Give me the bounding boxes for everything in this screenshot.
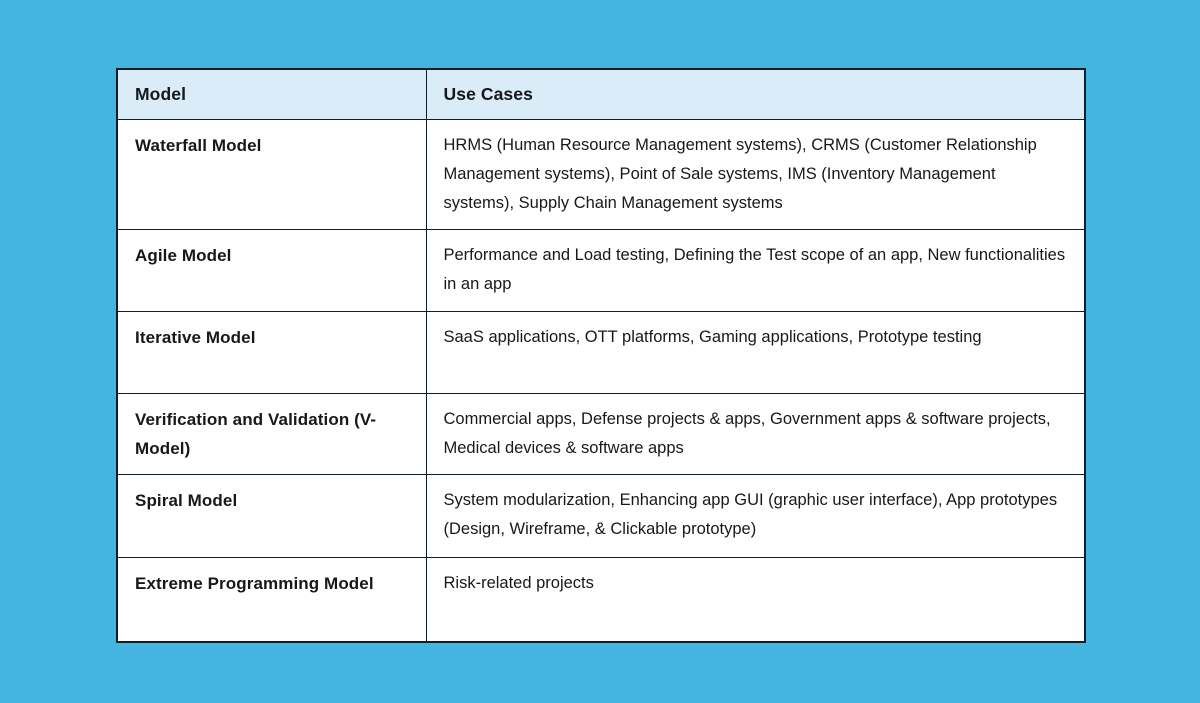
table-row-extreme-programming: Extreme Programming Model Risk-related p… xyxy=(116,556,1086,643)
model-cell: Waterfall Model xyxy=(116,118,427,230)
sdlc-models-table-container: Model Use Cases Waterfall Model HRMS (Hu… xyxy=(116,68,1086,643)
model-cell: Spiral Model xyxy=(116,473,427,558)
use-cases-cell: SaaS applications, OTT platforms, Gaming… xyxy=(425,310,1086,394)
model-cell: Verification and Validation (V-Model) xyxy=(116,392,427,475)
use-cases-cell: Performance and Load testing, Defining t… xyxy=(425,228,1086,312)
model-cell: Iterative Model xyxy=(116,310,427,394)
table-row-waterfall: Waterfall Model HRMS (Human Resource Man… xyxy=(116,118,1086,230)
table-row-iterative: Iterative Model SaaS applications, OTT p… xyxy=(116,310,1086,394)
model-cell: Extreme Programming Model xyxy=(116,556,427,643)
use-cases-cell: System modularization, Enhancing app GUI… xyxy=(425,473,1086,558)
use-cases-cell: Commercial apps, Defense projects & apps… xyxy=(425,392,1086,475)
table-row-spiral: Spiral Model System modularization, Enha… xyxy=(116,473,1086,558)
column-header-model: Model xyxy=(116,68,427,120)
table-row-v-model: Verification and Validation (V-Model) Co… xyxy=(116,392,1086,475)
model-cell: Agile Model xyxy=(116,228,427,312)
use-cases-cell: Risk-related projects xyxy=(425,556,1086,643)
table-row-agile: Agile Model Performance and Load testing… xyxy=(116,228,1086,312)
sdlc-models-use-cases-table: Model Use Cases Waterfall Model HRMS (Hu… xyxy=(116,68,1086,643)
use-cases-cell: HRMS (Human Resource Management systems)… xyxy=(425,118,1086,230)
header-row: Model Use Cases xyxy=(116,68,1086,120)
column-header-use-cases: Use Cases xyxy=(425,68,1086,120)
